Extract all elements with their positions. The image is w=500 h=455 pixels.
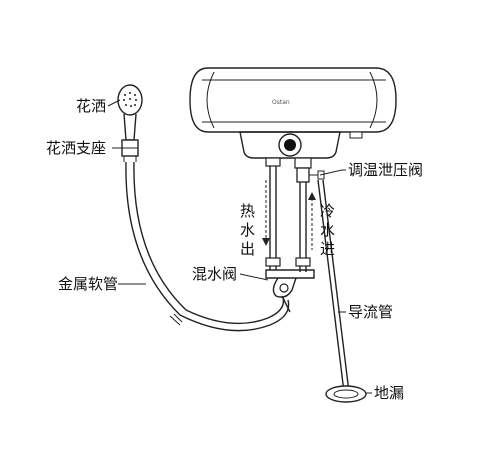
pressure-relief-valve-icon bbox=[296, 167, 343, 183]
label-hot-water-out: 热水出 bbox=[238, 203, 256, 260]
shower-holder-icon bbox=[121, 139, 139, 162]
label-mixing-valve: 混水阀 bbox=[192, 265, 237, 283]
metal-hose bbox=[125, 161, 290, 332]
hot-water-out-arrow-icon bbox=[262, 180, 270, 246]
water-heater-tank: Ostan bbox=[189, 67, 397, 133]
brand-logo-text: Ostan bbox=[272, 99, 290, 106]
cold-water-in-arrow-icon bbox=[308, 192, 316, 250]
floor-drain-icon bbox=[325, 385, 367, 403]
mixing-valve-icon bbox=[265, 269, 315, 313]
hot-water-pipe bbox=[265, 157, 281, 270]
shower-head-icon bbox=[117, 84, 143, 141]
label-pressure-relief-valve: 调温泄压阀 bbox=[348, 161, 423, 179]
label-drain-pipe: 导流管 bbox=[348, 303, 393, 321]
leader-lines bbox=[107, 99, 372, 394]
drain-pipe bbox=[317, 179, 350, 393]
label-shower-head: 花洒 bbox=[76, 97, 106, 115]
label-cold-water-in: 冷水进 bbox=[318, 203, 336, 260]
label-shower-holder: 花洒支座 bbox=[46, 139, 106, 157]
label-metal-hose: 金属软管 bbox=[58, 275, 118, 293]
control-box bbox=[239, 131, 363, 159]
label-floor-drain: 地漏 bbox=[374, 384, 404, 402]
